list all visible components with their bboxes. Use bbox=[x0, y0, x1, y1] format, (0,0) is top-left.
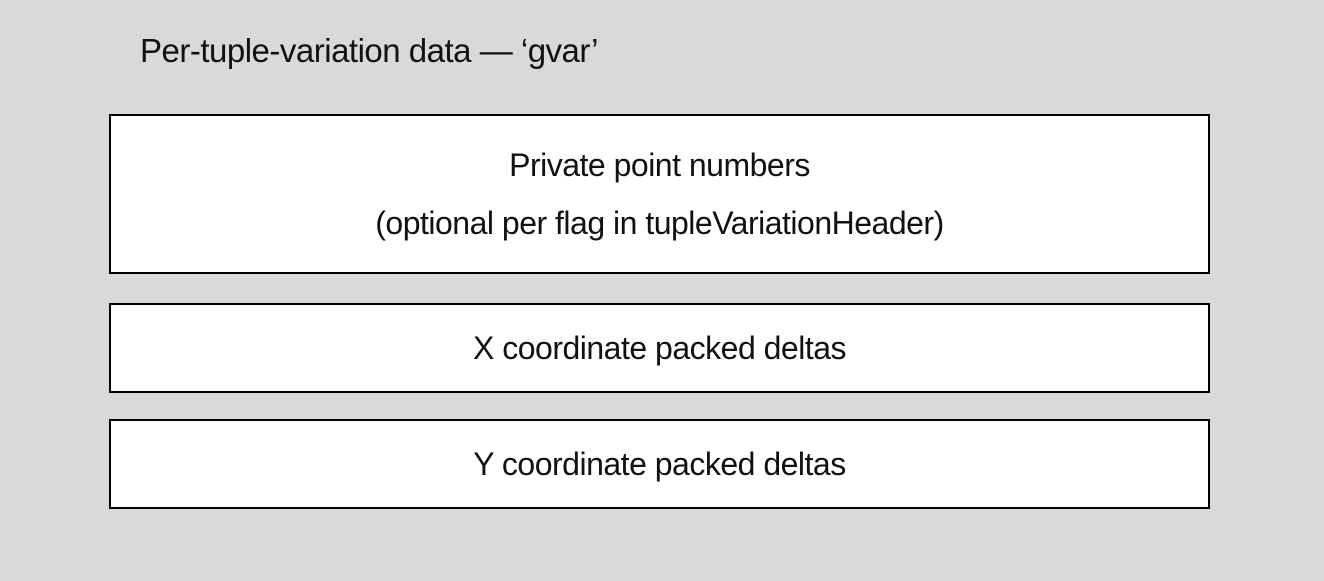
box-private-point-numbers-line-2: (optional per flag in tupleVariationHead… bbox=[375, 205, 944, 241]
box-private-point-numbers: Private point numbers (optional per flag… bbox=[109, 114, 1210, 274]
box-x-coordinate-packed-deltas: X coordinate packed deltas bbox=[109, 303, 1210, 393]
box-x-coordinate-packed-deltas-label: X coordinate packed deltas bbox=[472, 330, 847, 366]
diagram-title: Per-tuple-variation data — ‘gvar’ bbox=[140, 32, 598, 69]
box-y-coordinate-packed-deltas-label: Y coordinate packed deltas bbox=[473, 446, 846, 482]
box-y-coordinate-packed-deltas: Y coordinate packed deltas bbox=[109, 419, 1210, 509]
box-private-point-numbers-line-1: Private point numbers bbox=[509, 147, 810, 183]
